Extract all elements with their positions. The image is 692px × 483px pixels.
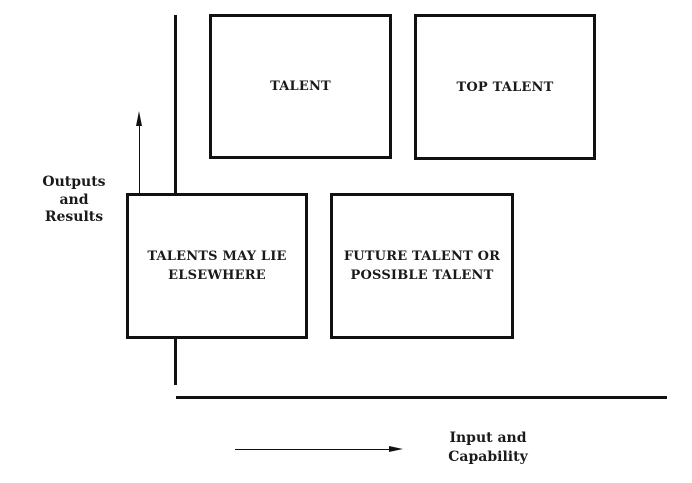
box-talent: TALENT xyxy=(209,14,392,159)
right-arrow-icon xyxy=(389,446,403,452)
right-arrow-shaft xyxy=(235,449,391,450)
up-arrow-icon xyxy=(136,111,142,126)
box-talents-may-lie-elsewhere-label: TALENTS MAY LIE ELSEWHERE xyxy=(147,249,287,283)
box-talents-may-lie-elsewhere: TALENTS MAY LIE ELSEWHERE xyxy=(126,193,308,339)
box-top-talent-label: TOP TALENT xyxy=(456,79,554,95)
box-future-or-possible-talent-label: FUTURE TALENT OR POSSIBLE TALENT xyxy=(343,249,501,283)
x-axis-line xyxy=(176,396,667,399)
x-axis-label: Input and Capability xyxy=(448,430,528,465)
box-talent-label: TALENT xyxy=(270,79,331,94)
up-arrow-shaft xyxy=(139,124,140,194)
y-axis-label: Outputs and Results xyxy=(42,174,106,225)
box-top-talent: TOP TALENT xyxy=(414,14,596,160)
box-future-or-possible-talent: FUTURE TALENT OR POSSIBLE TALENT xyxy=(330,193,514,339)
